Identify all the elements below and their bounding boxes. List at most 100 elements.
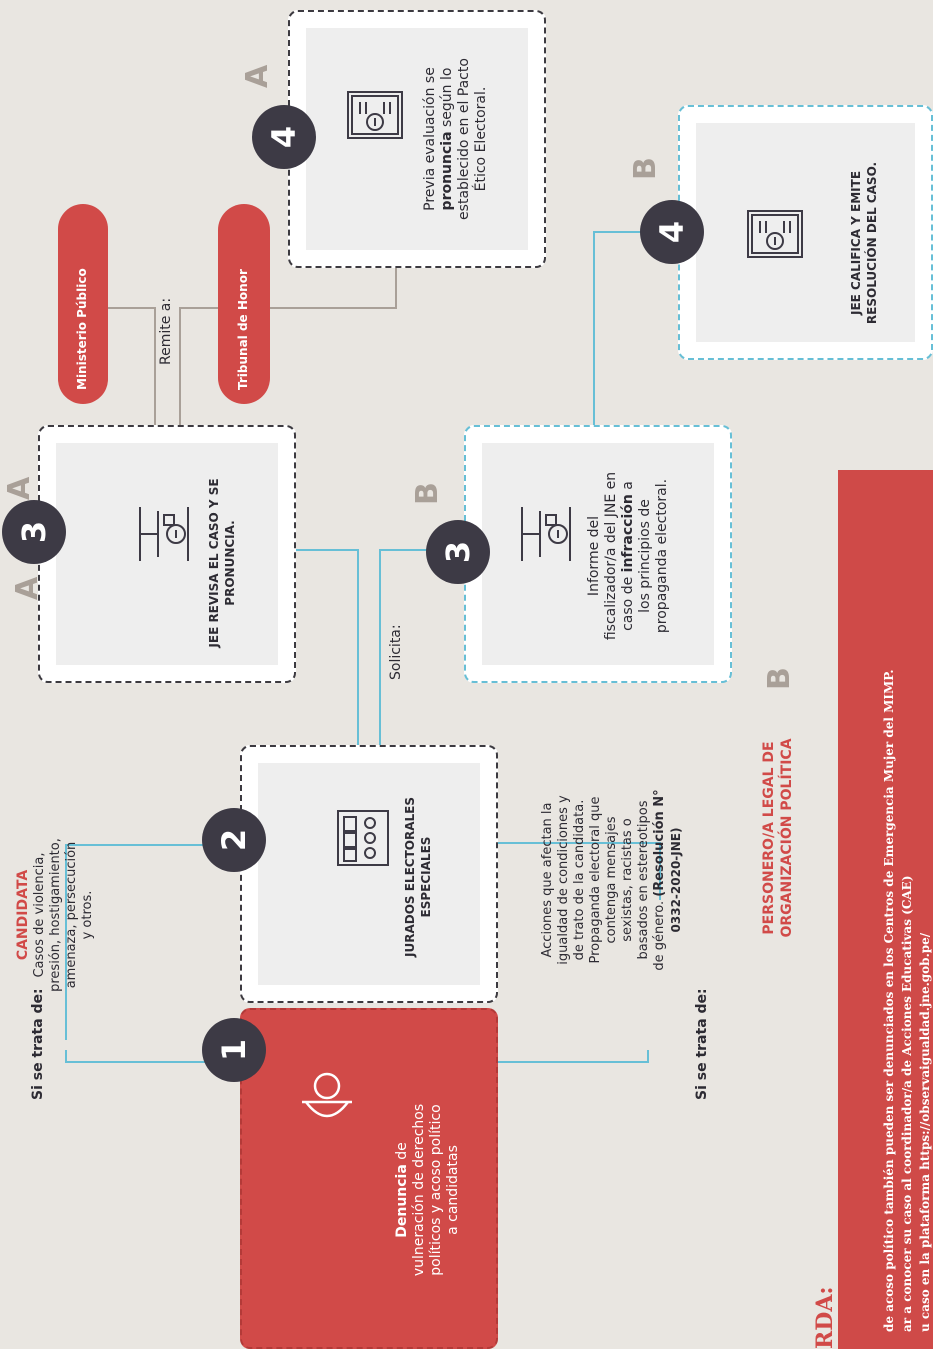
- step2-jurados-box: JURADOS ELECTORALES ESPECIALES: [240, 745, 498, 1003]
- step3b-text: Informe del fiscalizador/a del JNE en ca…: [586, 451, 671, 661]
- branch-a-line1: Casos de violencia,: [32, 852, 47, 978]
- ministerio-label: Ministerio Público: [75, 268, 89, 390]
- ministerio-publico-pill: Ministerio Público: [58, 204, 108, 404]
- step2-inner: [258, 763, 480, 985]
- step3a-line1: JEE REVISA EL CASO Y SE: [207, 478, 221, 648]
- step4a-number-badge: 4: [252, 105, 316, 169]
- connector-line: [270, 265, 397, 309]
- tribunal-honor-pill: Tribunal de Honor: [218, 204, 270, 404]
- step3b-inner: [482, 443, 714, 665]
- step4a-line2-rest: según lo: [439, 67, 455, 132]
- connector-line: [296, 549, 359, 745]
- step3a-number-badge: 3: [2, 500, 66, 564]
- step4b-number-badge: 4: [640, 200, 704, 264]
- step4b-box: JEE CALIFICA Y EMITE RESOLUCIÓN DEL CASO…: [678, 105, 933, 360]
- step1-line4: a candidatas: [445, 1145, 461, 1235]
- branch-a-text: CANDIDATA Casos de violencia, presión, h…: [14, 825, 96, 1005]
- recuerda-line3: u caso en la plataforma https://observai…: [918, 932, 932, 1332]
- step3a-number: 3: [14, 520, 53, 544]
- step4a-text: Previa evaluación se pronuncia según lo …: [422, 34, 490, 244]
- step1-text: Denuncia de vulneración de derechos polí…: [394, 1040, 462, 1340]
- step4a-letter: A: [240, 64, 275, 88]
- branch-a-line3: amenaza, persecución: [64, 841, 79, 989]
- recuerda-line2: ar a conocer su caso al coordinador/a de…: [900, 875, 914, 1332]
- document-info-icon: [342, 82, 408, 148]
- step3b-line4: los principios de: [637, 499, 653, 613]
- recuerda-heading: RDA:: [812, 1286, 838, 1349]
- step1-title-bold: Denuncia: [394, 1164, 410, 1238]
- desk-official-icon: [516, 501, 576, 567]
- connector-line: [496, 842, 661, 900]
- step3b-letter: B: [410, 482, 445, 505]
- branch-b-line4: Propaganda electoral que: [588, 796, 603, 964]
- step1-number: 1: [214, 1038, 253, 1062]
- branch-b-text: Acciones que afectan la igualdad de cond…: [540, 750, 684, 1010]
- branch-b-line8: de género.: [652, 900, 667, 971]
- hand-heart-icon: [292, 1062, 362, 1132]
- step1-denuncia-box: Denuncia de vulneración de derechos polí…: [240, 1008, 498, 1349]
- connector-line: [65, 1050, 240, 1063]
- document-info-icon: [742, 201, 808, 267]
- branch-a-si-se-trata: Si se trata de:: [30, 988, 46, 1100]
- branch-b-heading1: PERSONERO/A LEGAL DE: [761, 741, 777, 935]
- branch-b-letter: B: [762, 667, 797, 690]
- step2-text: JURADOS ELECTORALES ESPECIALES: [402, 777, 434, 977]
- recuerda-band: de acoso político también pueden ser den…: [838, 470, 933, 1349]
- step2-line2: ESPECIALES: [419, 836, 433, 918]
- step2-number: 2: [214, 828, 253, 852]
- step3b-line3a: caso de: [620, 572, 636, 631]
- tribunal-label: Tribunal de Honor: [236, 269, 250, 390]
- desk-official-icon: [134, 501, 194, 567]
- step4a-number: 4: [264, 125, 303, 149]
- step4b-text: JEE CALIFICA Y EMITE RESOLUCIÓN DEL CASO…: [848, 143, 880, 343]
- remite-label: Remite a:: [158, 297, 174, 365]
- connector-line: [179, 307, 218, 425]
- step3b-number: 3: [438, 540, 477, 564]
- step1-number-badge: 1: [202, 1018, 266, 1082]
- step4a-box: Previa evaluación se pronuncia según lo …: [288, 10, 546, 268]
- branch-b-resolution: (Resolución N°: [652, 789, 667, 897]
- branch-b-line5: contenga mensajes: [604, 816, 619, 944]
- step2-number-badge: 2: [202, 808, 266, 872]
- step3a-letter: A: [2, 476, 37, 500]
- step4b-number: 4: [652, 220, 691, 244]
- step3a-text: JEE REVISA EL CASO Y SE PRONUNCIA.: [206, 463, 238, 663]
- connector-line: [496, 1050, 649, 1063]
- step3a-box: JEE REVISA EL CASO Y SE PRONUNCIA.: [38, 425, 296, 683]
- step4a-line2-bold: pronuncia: [439, 131, 455, 211]
- step1-line2: vulneración de derechos: [411, 1103, 427, 1277]
- step1-title-rest: de: [394, 1142, 410, 1165]
- branch-b-line7: basados en estereotipos: [636, 800, 651, 960]
- branch-a-line2: presión, hostigamiento,: [48, 838, 63, 992]
- step4b-inner: [696, 123, 915, 342]
- step3b-line3c: a: [620, 481, 636, 495]
- step3b-line2: fiscalizador/a del JNE en: [603, 471, 619, 641]
- branch-b-line2: igualdad de condiciones y: [556, 795, 571, 965]
- step4a-line4: Ético Electoral.: [473, 86, 489, 192]
- step3a-line2: PRONUNCIA.: [223, 520, 237, 606]
- connector-line: [108, 307, 156, 425]
- branch-a-line4: y otros.: [80, 890, 95, 940]
- step3b-number-badge: 3: [426, 520, 490, 584]
- step4a-line3: establecido en el Pacto: [456, 58, 472, 220]
- branch-b-line3: de trato de la candidata.: [572, 799, 587, 961]
- step4b-line1: JEE CALIFICA Y EMITE: [849, 170, 863, 316]
- step2-line1: JURADOS ELECTORALES: [403, 797, 417, 957]
- step3a-inner: [56, 443, 278, 665]
- branch-b-heading: PERSONERO/A LEGAL DE ORGANIZACIÓN POLÍTI…: [760, 738, 796, 938]
- step4a-inner: [306, 28, 528, 250]
- step4b-line2: RESOLUCIÓN DEL CASO.: [865, 161, 879, 325]
- step3b-line5: propaganda electoral.: [654, 478, 670, 634]
- branch-b-line6: sexistas, racistas o: [620, 818, 635, 942]
- branch-b-si-se-trata: Si se trata de:: [694, 988, 710, 1100]
- step3b-line1: Informe del: [586, 515, 602, 597]
- branch-a-heading: CANDIDATA: [15, 869, 31, 961]
- step4b-letter: B: [628, 157, 663, 180]
- step3b-box: Informe del fiscalizador/a del JNE en ca…: [464, 425, 732, 683]
- branch-b-heading2: ORGANIZACIÓN POLÍTICA: [779, 738, 795, 938]
- step1-line3: políticos y acoso político: [428, 1104, 444, 1276]
- step4a-line1: Previa evaluación se: [422, 67, 438, 211]
- step3b-line3b: infracción: [620, 494, 636, 573]
- connector-line: [65, 844, 240, 1040]
- recuerda-line1: de acoso político también pueden ser den…: [882, 669, 896, 1332]
